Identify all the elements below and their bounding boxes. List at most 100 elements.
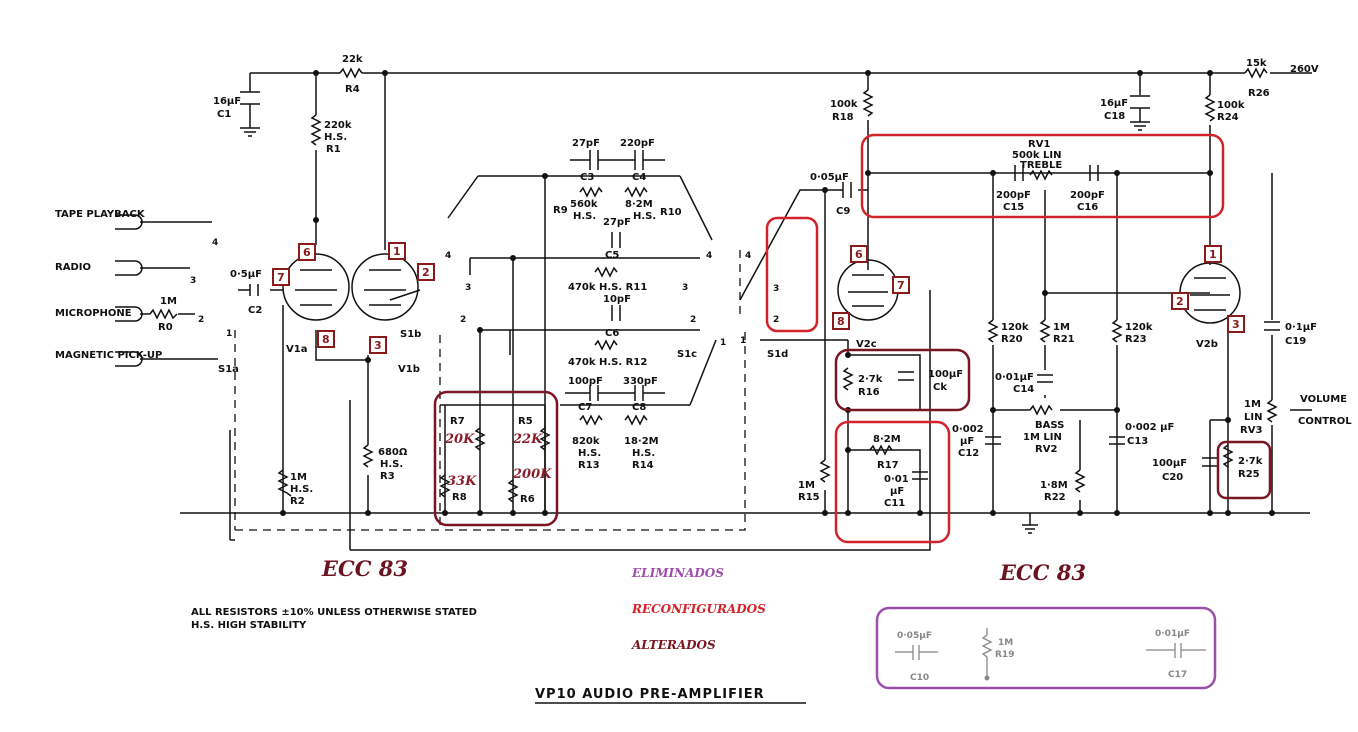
label-c20: C20 [1162, 472, 1183, 483]
label-r9: R9 [553, 205, 568, 216]
tube-label-right: ECC 83 [999, 560, 1086, 585]
pin-v1a-8: 8 [322, 333, 330, 346]
altered-box-r25 [1216, 440, 1272, 500]
label-r21-value: 1M [1053, 322, 1070, 333]
label-r20-value: 120k [1001, 322, 1029, 333]
label-r9-hs: H.S. [573, 211, 596, 222]
label-c10: C10 [910, 673, 929, 683]
label-volume-control: CONTROL [1298, 416, 1352, 427]
label-c19: C19 [1285, 336, 1306, 347]
label-r16-value: 2·7k [858, 374, 883, 385]
label-r24: R24 [1217, 112, 1239, 123]
label-volume: VOLUME [1300, 394, 1347, 405]
reconfigured-box-r17 [834, 420, 951, 544]
label-r23: R23 [1125, 334, 1147, 345]
label-r17: R17 [877, 460, 899, 471]
label-r10: R10 [660, 207, 682, 218]
label-rv1: RV1 [1028, 139, 1050, 150]
label-c2-value: 0·5μF [230, 269, 262, 280]
legend-altered: ALTERADOS [631, 638, 716, 652]
diagram-title: VP10 AUDIO PRE-AMPLIFIER [535, 687, 765, 702]
label-r3-hs: H.S. [380, 459, 403, 470]
label-r19: R19 [995, 650, 1014, 660]
label-c18: C18 [1104, 111, 1125, 122]
label-r15: R15 [798, 492, 820, 503]
altered-values: 20K 22K 33K 200K [444, 432, 552, 489]
highlight-boxes [433, 133, 1272, 690]
sw-pos: 2 [460, 315, 466, 325]
label-rv3-lin: LIN [1244, 412, 1262, 423]
label-r1-value: 220k [324, 120, 352, 131]
label-r6: R6 [520, 494, 535, 505]
label-c16: C16 [1077, 202, 1098, 213]
pin-v1a-7: 7 [277, 271, 285, 284]
note-tolerance: ALL RESISTORS ±10% UNLESS OTHERWISE STAT… [191, 607, 477, 618]
label-c8: C8 [632, 402, 646, 413]
label-c17-value: 0·01μF [1155, 629, 1190, 639]
label-r10-value: 8·2M [625, 199, 653, 210]
label-r0-value: 1M [160, 296, 177, 307]
reconfigured-box-s1d [765, 216, 819, 333]
label-c11-value: 0·01 [884, 474, 909, 485]
input-jacks [115, 214, 143, 367]
label-c4-value: 220pF [620, 138, 655, 149]
label-r16: R16 [858, 387, 880, 398]
label-c7: C7 [578, 402, 592, 413]
input-labels: TAPE PLAYBACK RADIO MICROPHONE MAGNETIC … [55, 209, 162, 361]
label-c12-unit: μF [960, 436, 974, 447]
label-r25: R25 [1238, 469, 1260, 480]
label-c5: C5 [605, 250, 619, 261]
label-c9-value: 0·05μF [810, 172, 849, 183]
label-rv1-treble: TREBLE [1020, 160, 1062, 171]
label-c11: C11 [884, 498, 905, 509]
resistors [149, 67, 1278, 503]
label-c1-value: 16μF [213, 96, 241, 107]
label-r18: R18 [832, 112, 854, 123]
switch-linkage [234, 250, 746, 531]
sw-pos: 1 [226, 329, 232, 339]
label-c12: C12 [958, 448, 979, 459]
label-rv1-value: 500k LIN [1012, 150, 1061, 161]
label-r3-value: 680Ω [378, 447, 408, 458]
label-v1b: V1b [398, 364, 420, 375]
label-r3: R3 [380, 471, 395, 482]
label-r18-value: 100k [830, 99, 858, 110]
label-rv2: RV2 [1035, 444, 1057, 455]
pin-v2c-7: 7 [897, 279, 905, 292]
eliminated-box [875, 606, 1217, 690]
label-s1a: S1a [218, 364, 239, 375]
label-s1d: S1d [767, 349, 788, 360]
label-r26: R26 [1248, 88, 1270, 99]
tube-label-left: ECC 83 [321, 556, 408, 581]
altered-box-r16-ck [834, 348, 971, 412]
pin-v2b-1: 1 [1209, 248, 1217, 261]
label-r24-value: 100k [1217, 100, 1245, 111]
eliminated-components: 0·05μF C10 1M R19 0·01μF C17 [895, 628, 1206, 683]
label-r1-hs: H.S. [324, 132, 347, 143]
label-c7-value: 100pF [568, 376, 603, 387]
sw-pos: 4 [745, 251, 751, 261]
label-c12-value: 0·002 [952, 424, 984, 435]
annotation-r6-200k: 200K [512, 467, 552, 482]
label-r2: R2 [290, 496, 305, 507]
label-r2-value: 1M [290, 472, 307, 483]
label-r22-value: 1·8M [1040, 480, 1068, 491]
label-r20: R20 [1001, 334, 1023, 345]
label-r14-hs: H.S. [632, 448, 655, 459]
label-rv2-value: 1M LIN [1023, 432, 1062, 443]
label-v2b: V2b [1196, 339, 1218, 350]
label-c6-value: 10pF [603, 294, 631, 305]
sw-pos: 3 [465, 283, 471, 293]
tube-labels: V1a V1b V2c V2b S1a S1b S1c S1d [218, 329, 1218, 375]
label-c19-value: 0·1μF [1285, 322, 1317, 333]
label-r13-hs: H.S. [578, 448, 601, 459]
label-r12: 470k H.S. R12 [568, 357, 647, 368]
component-labels: 16μF C1 22k R4 220k H.S. R1 1M R0 0·5μF … [158, 54, 1352, 509]
note-hs: H.S. HIGH STABILITY [191, 620, 307, 631]
label-v1a: V1a [286, 344, 307, 355]
label-c14-value: 0·01μF [995, 372, 1034, 383]
input-label-tape: TAPE PLAYBACK [55, 209, 146, 220]
input-label-pickup: MAGNETIC PICK-UP [55, 350, 162, 361]
sw-pos: 1 [720, 338, 726, 348]
